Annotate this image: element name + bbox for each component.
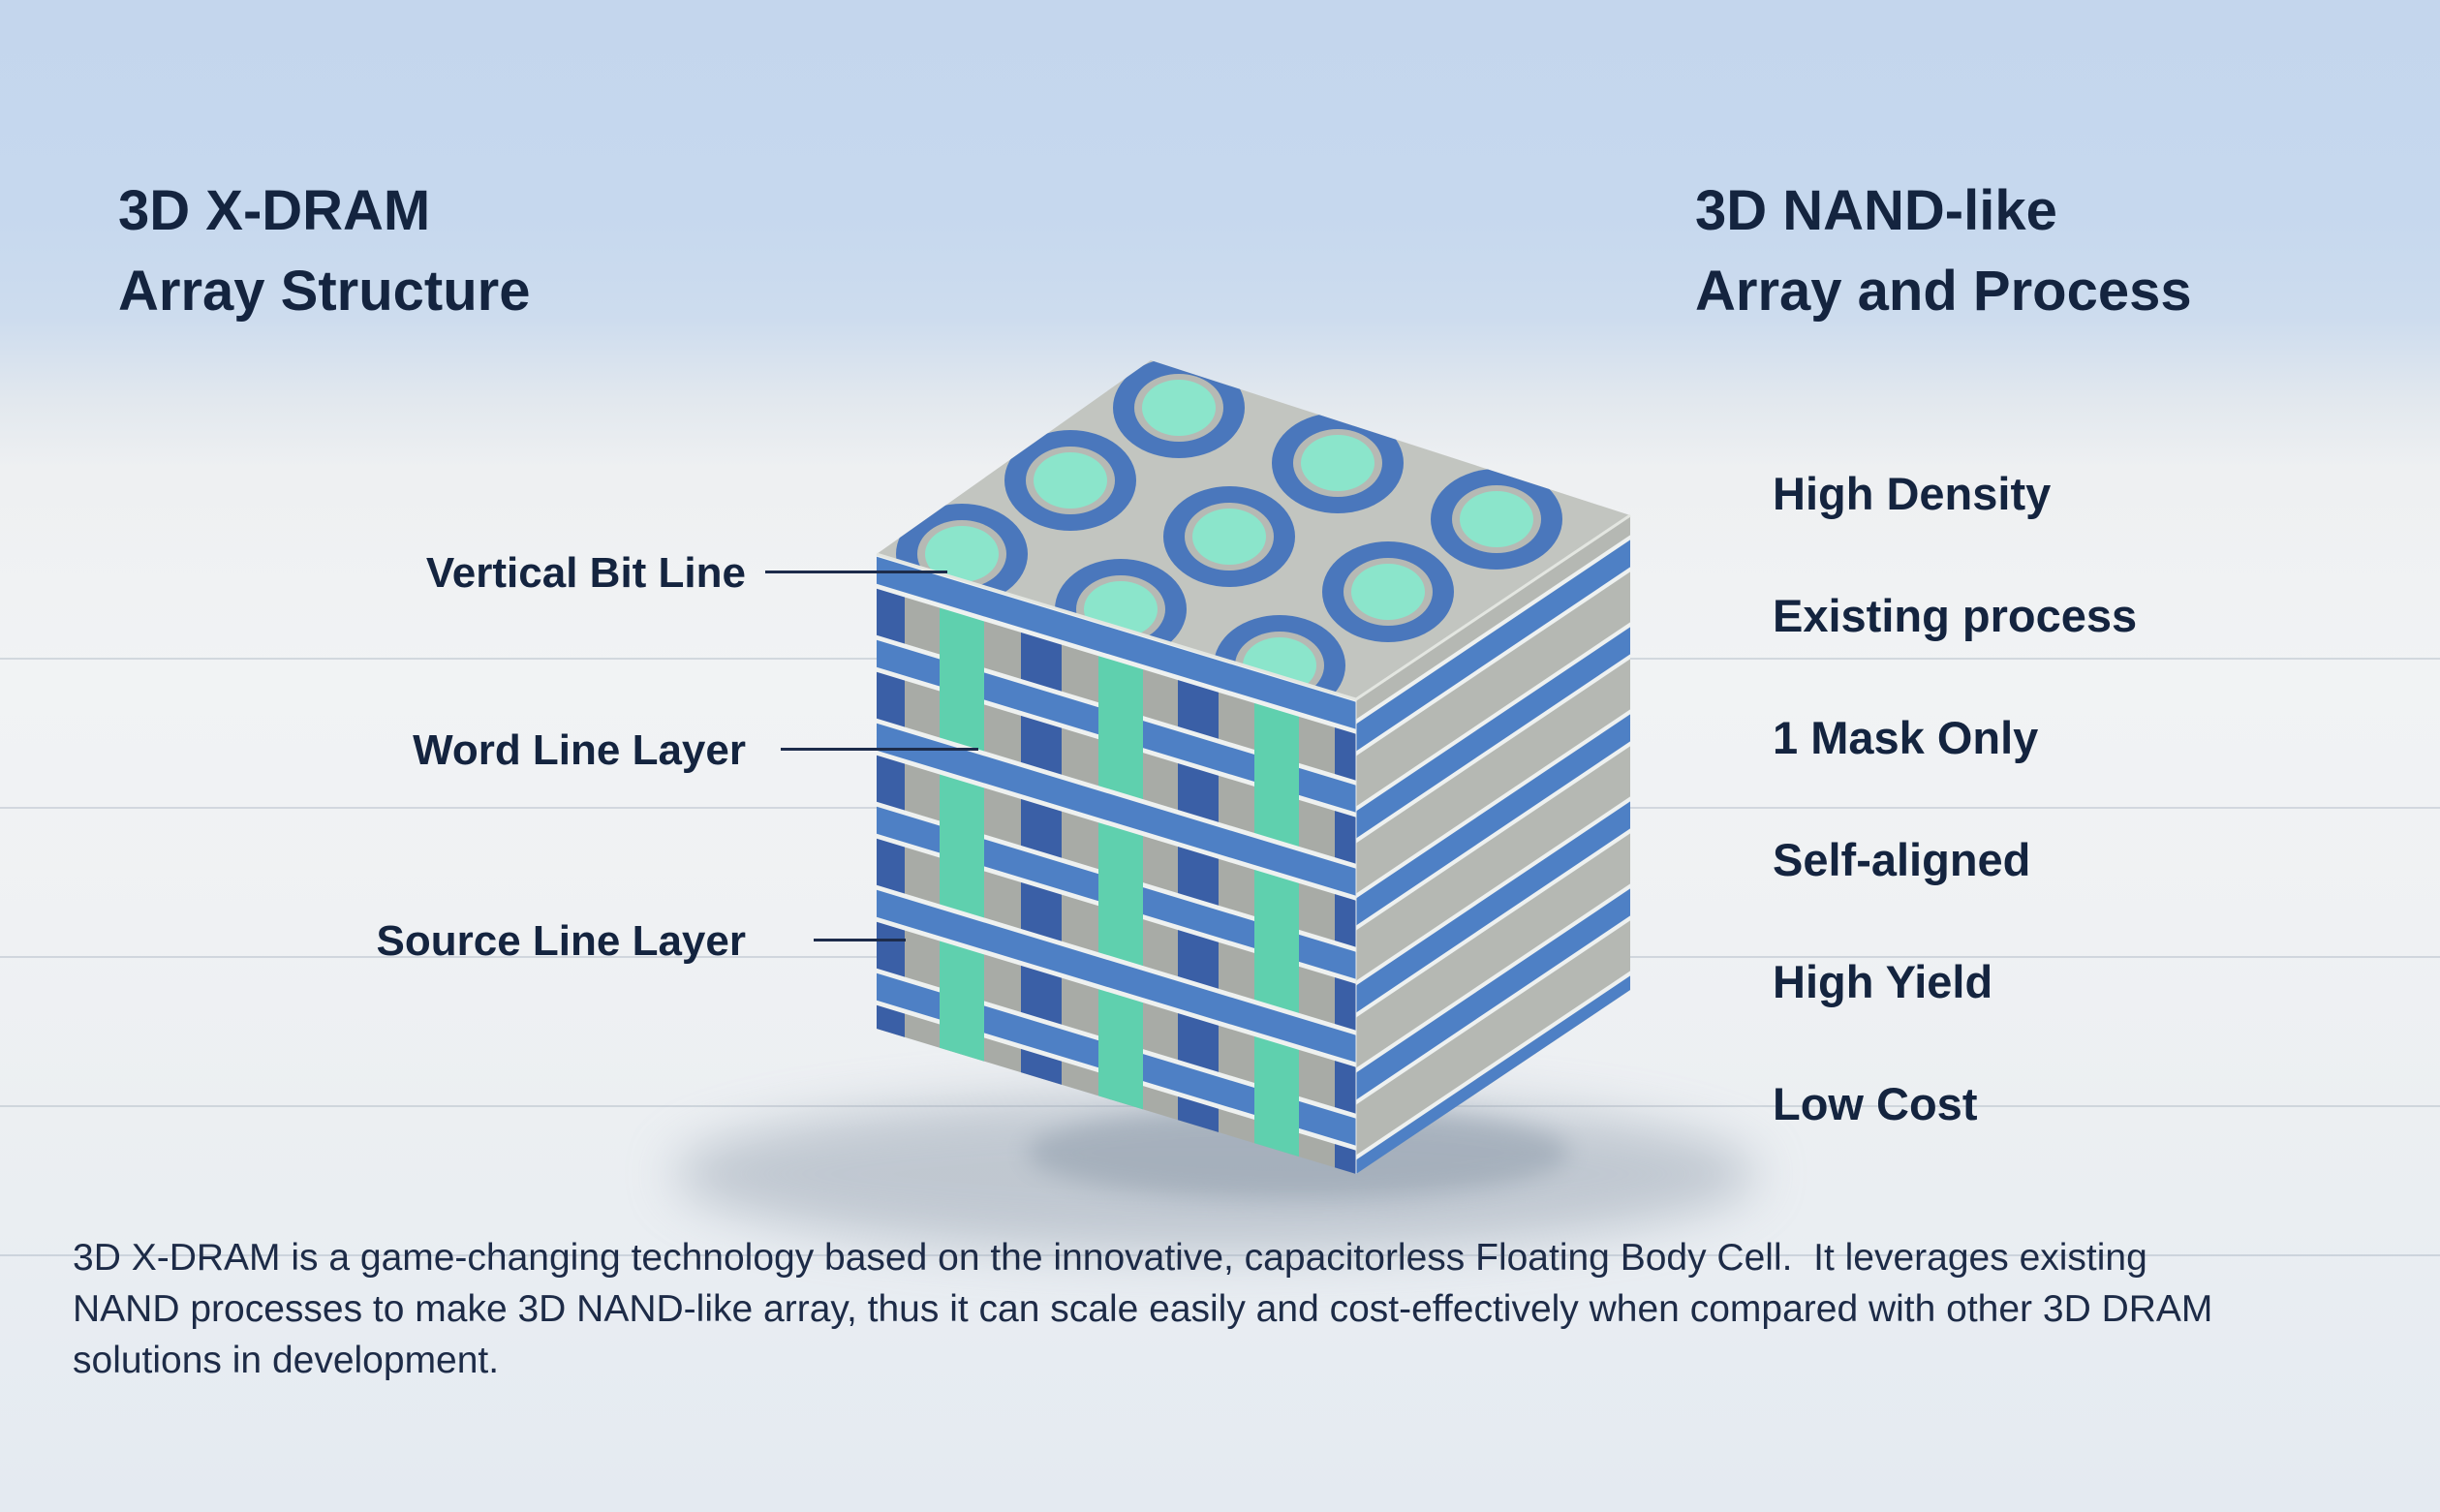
floor-seam-line [0,1254,2440,1256]
feature-1-mask-only: 1 Mask Only [1773,712,2039,763]
description-line2: NAND processes to make 3D NAND-like arra… [73,1288,2213,1330]
feature-high-yield: High Yield [1773,956,1993,1007]
left-heading: 3D X-DRAM Array Structure [118,170,530,331]
feature-high-density: High Density [1773,468,2052,519]
cube-left-face-pattern [877,554,1356,1174]
right-heading-line1: 3D NAND-like [1695,179,2057,242]
right-heading: 3D NAND-like Array and Process [1695,170,2192,331]
feature-existing-process: Existing process [1773,590,2138,641]
word-line-layer-stripes [1356,529,1630,1174]
connector-word-line-layer [781,748,978,751]
label-word-line-layer: Word Line Layer [413,726,746,774]
description-line3: solutions in development. [73,1340,500,1381]
right-heading-line2: Array and Process [1695,260,2192,323]
description-line1: 3D X-DRAM is a game-changing technology … [73,1237,2147,1279]
connector-source-line-layer [814,939,906,941]
connector-vertical-bit-line [765,571,947,573]
cube-right-face-pattern [1356,529,1630,1174]
left-heading-line2: Array Structure [118,260,531,323]
feature-self-aligned: Self-aligned [1773,834,2031,885]
feature-low-cost: Low Cost [1773,1078,1978,1129]
feature-list: High Density Existing process 1 Mask Onl… [1773,471,2137,1203]
left-heading-line1: 3D X-DRAM [118,179,431,242]
label-vertical-bit-line: Vertical Bit Line [425,549,746,597]
label-source-line-layer: Source Line Layer [376,917,746,965]
description-paragraph: 3D X-DRAM is a game-changing technology … [73,1232,2212,1386]
